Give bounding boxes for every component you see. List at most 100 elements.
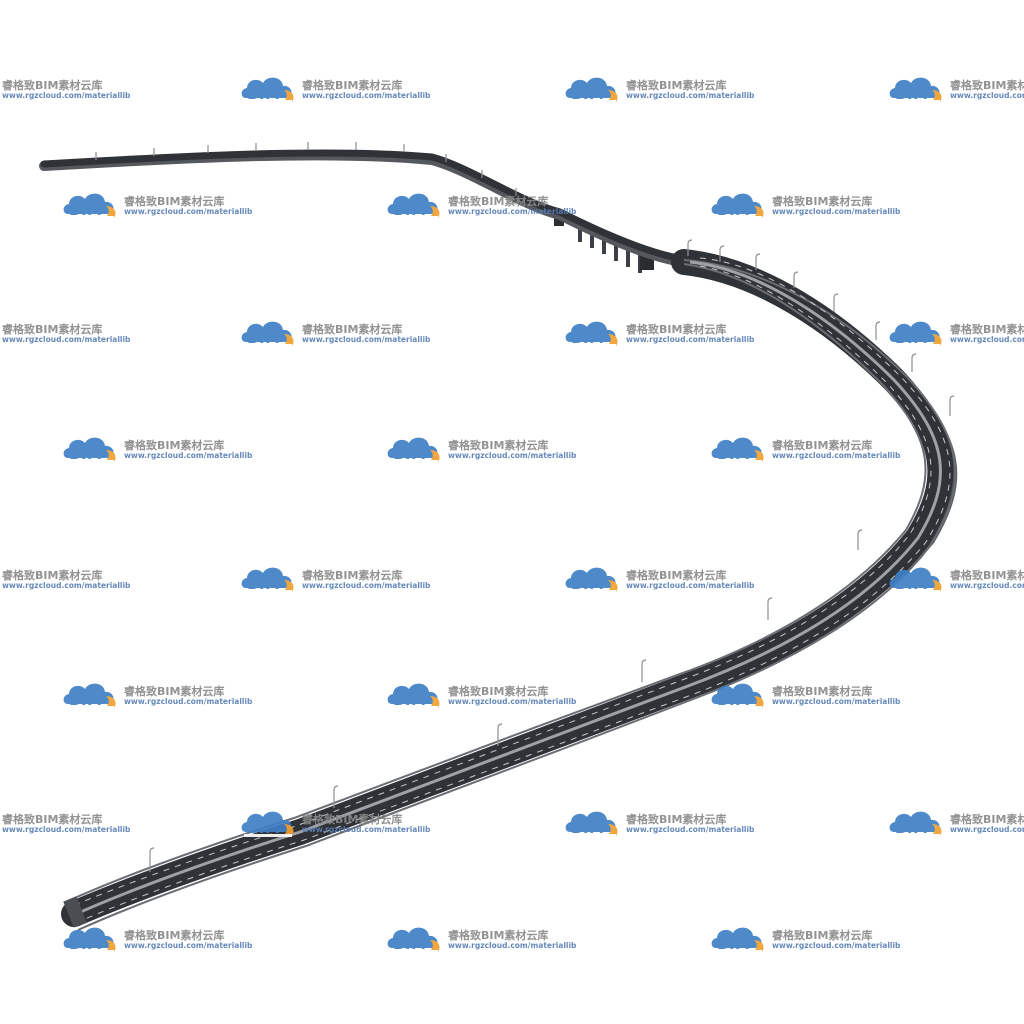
watermark-url: www.rgzcloud.com/materiallib [950, 825, 1024, 834]
watermark-brand-name: 睿格致BIM素材云库 [950, 79, 1024, 92]
cloud-logo-icon [387, 683, 440, 709]
watermark-logo-text: BIM [70, 935, 104, 953]
watermark-brand-name: 睿格致BIM素材云库 [448, 685, 549, 698]
watermark-brand-name: 睿格致BIM素材云库 [124, 685, 225, 698]
watermark-brand-name: 睿格致BIM素材云库 [2, 79, 103, 92]
lamp-post [641, 659, 647, 682]
bridge-pier [626, 242, 630, 267]
watermark-brand-name: 睿格致BIM素材云库 [772, 195, 873, 208]
watermark: BIM 睿格致BIM素材云库 www.rgzcloud.com/material… [0, 560, 130, 600]
cloud-logo-icon [241, 567, 294, 593]
watermark-brand-name: 睿格致BIM素材云库 [2, 323, 103, 336]
watermark: BIM 睿格致BIM素材云库 www.rgzcloud.com/material… [238, 560, 431, 600]
lane-marking [71, 265, 932, 907]
cloud-logo-icon [63, 927, 116, 953]
road-edge-inner [69, 263, 927, 901]
watermark-logo-text: BIM [248, 575, 282, 593]
road-median [75, 260, 942, 916]
watermark-brand-name: 睿格致BIM素材云库 [626, 569, 727, 582]
watermark-url: www.rgzcloud.com/materiallib [626, 91, 755, 100]
cloud-logo-icon [889, 77, 942, 103]
watermark-brand-name: 睿格致BIM素材云库 [302, 323, 403, 336]
watermark: BIM 睿格致BIM素材云库 www.rgzcloud.com/material… [562, 314, 755, 354]
watermark-brand-name: 睿格致BIM素材云库 [448, 929, 549, 942]
cloud-logo-icon [241, 77, 294, 103]
lamp-posts [95, 142, 955, 872]
watermark: BIM 睿格致BIM素材云库 www.rgzcloud.com/material… [60, 430, 252, 470]
watermark-url: www.rgzcloud.com/materiallib [302, 335, 431, 344]
watermark-brand-name: 睿格致BIM素材云库 [124, 195, 225, 208]
watermark-url: www.rgzcloud.com/materiallib [950, 581, 1024, 590]
watermark-logo-text: BIM [718, 445, 752, 463]
watermark-logo-text: BIM [718, 201, 752, 219]
watermark: BIM 睿格致BIM素材云库 www.rgzcloud.com/material… [0, 70, 131, 110]
watermark-logo-text: BIM [896, 329, 930, 347]
cloud-logo-icon [889, 567, 942, 593]
cloud-logo-icon [565, 321, 618, 347]
cloud-logo-icon [711, 683, 764, 709]
watermark-url: www.rgzcloud.com/materiallib [302, 581, 431, 590]
watermark-url: www.rgzcloud.com/materiallib [626, 825, 755, 834]
watermark-url: www.rgzcloud.com/materiallib [448, 697, 577, 706]
watermark: BIM 睿格致BIM素材云库 www.rgzcloud.com/material… [60, 676, 252, 716]
road-side [39, 150, 958, 925]
bridge-pier [602, 232, 606, 254]
watermark-url: www.rgzcloud.com/materiallib [448, 207, 577, 216]
watermark-url: www.rgzcloud.com/materiallib [626, 581, 755, 590]
watermark-brand-name: 睿格致BIM素材云库 [302, 569, 403, 582]
road-deck-upper [40, 149, 688, 263]
watermark-url: www.rgzcloud.com/materiallib [950, 335, 1024, 344]
watermark: BIM 睿格致BIM素材云库 www.rgzcloud.com/material… [238, 314, 431, 354]
watermark-logo-text: BIM [70, 201, 104, 219]
watermark-logo-text: BIM [394, 445, 428, 463]
watermark: BIM 睿格致BIM素材云库 www.rgzcloud.com/material… [562, 804, 755, 844]
watermark-brand-name: 睿格致BIM素材云库 [772, 685, 873, 698]
watermark-brand-name: 睿格致BIM素材云库 [124, 929, 225, 942]
watermark: BIM 睿格致BIM素材云库 www.rgzcloud.com/material… [60, 186, 252, 226]
watermark: BIM 睿格致BIM素材云库 www.rgzcloud.com/material… [562, 560, 755, 600]
bridge-deck-block [640, 256, 654, 270]
watermark-brand-name: 睿格致BIM素材云库 [950, 569, 1024, 582]
bridge-pier [590, 228, 594, 248]
watermark-url: www.rgzcloud.com/materiallib [2, 91, 131, 100]
watermark-url: www.rgzcloud.com/materiallib [2, 825, 131, 834]
watermark: BIM 睿格致BIM素材云库 www.rgzcloud.com/material… [708, 186, 901, 226]
lamp-post [755, 253, 761, 270]
watermark-brand-name: 睿格致BIM素材云库 [448, 195, 549, 208]
cloud-logo-icon [387, 927, 440, 953]
watermark-url: www.rgzcloud.com/materiallib [772, 207, 901, 216]
cloud-logo-icon [63, 193, 116, 219]
watermark: BIM 睿格致BIM素材云库 www.rgzcloud.com/material… [708, 920, 901, 960]
cloud-logo-icon [889, 811, 942, 837]
watermark-logo-text: BIM [572, 329, 606, 347]
watermark: BIM 睿格致BIM素材云库 www.rgzcloud.com/material… [708, 676, 901, 716]
road-deck-main [61, 249, 954, 927]
watermark-logo-text: BIM [70, 445, 104, 463]
watermark-brand-name: 睿格致BIM素材云库 [626, 813, 727, 826]
watermark-logo-text: BIM [70, 691, 104, 709]
watermark-brand-name: 睿格致BIM素材云库 [626, 323, 727, 336]
watermark-url: www.rgzcloud.com/materiallib [626, 335, 755, 344]
watermark-brand-name: 睿格致BIM素材云库 [124, 439, 225, 452]
cloud-logo-icon [387, 193, 440, 219]
lamp-post [857, 529, 863, 550]
lamp-post [949, 395, 955, 416]
cloud-logo-icon [63, 437, 116, 463]
watermark: BIM 睿格致BIM素材云库 www.rgzcloud.com/material… [384, 920, 576, 960]
watermark-url: www.rgzcloud.com/materiallib [772, 941, 901, 950]
watermark-logo-text: BIM [572, 575, 606, 593]
watermark: BIM 睿格致BIM素材云库 www.rgzcloud.com/material… [886, 70, 1024, 110]
lamp-post [687, 239, 693, 256]
watermark: BIM 睿格致BIM素材云库 www.rgzcloud.com/material… [886, 560, 1024, 600]
watermark-logo-text: BIM [394, 691, 428, 709]
watermark-url: www.rgzcloud.com/materiallib [302, 825, 431, 834]
cloud-logo-icon [889, 321, 942, 347]
watermark: BIM 睿格致BIM素材云库 www.rgzcloud.com/material… [384, 186, 577, 226]
watermark-logo-text: BIM [718, 691, 752, 709]
cloud-logo-icon [711, 437, 764, 463]
watermark-url: www.rgzcloud.com/materiallib [772, 697, 901, 706]
watermark: BIM 睿格致BIM素材云库 www.rgzcloud.com/material… [384, 430, 576, 470]
watermark-brand-name: 睿格致BIM素材云库 [950, 323, 1024, 336]
lamp-post [767, 597, 773, 620]
